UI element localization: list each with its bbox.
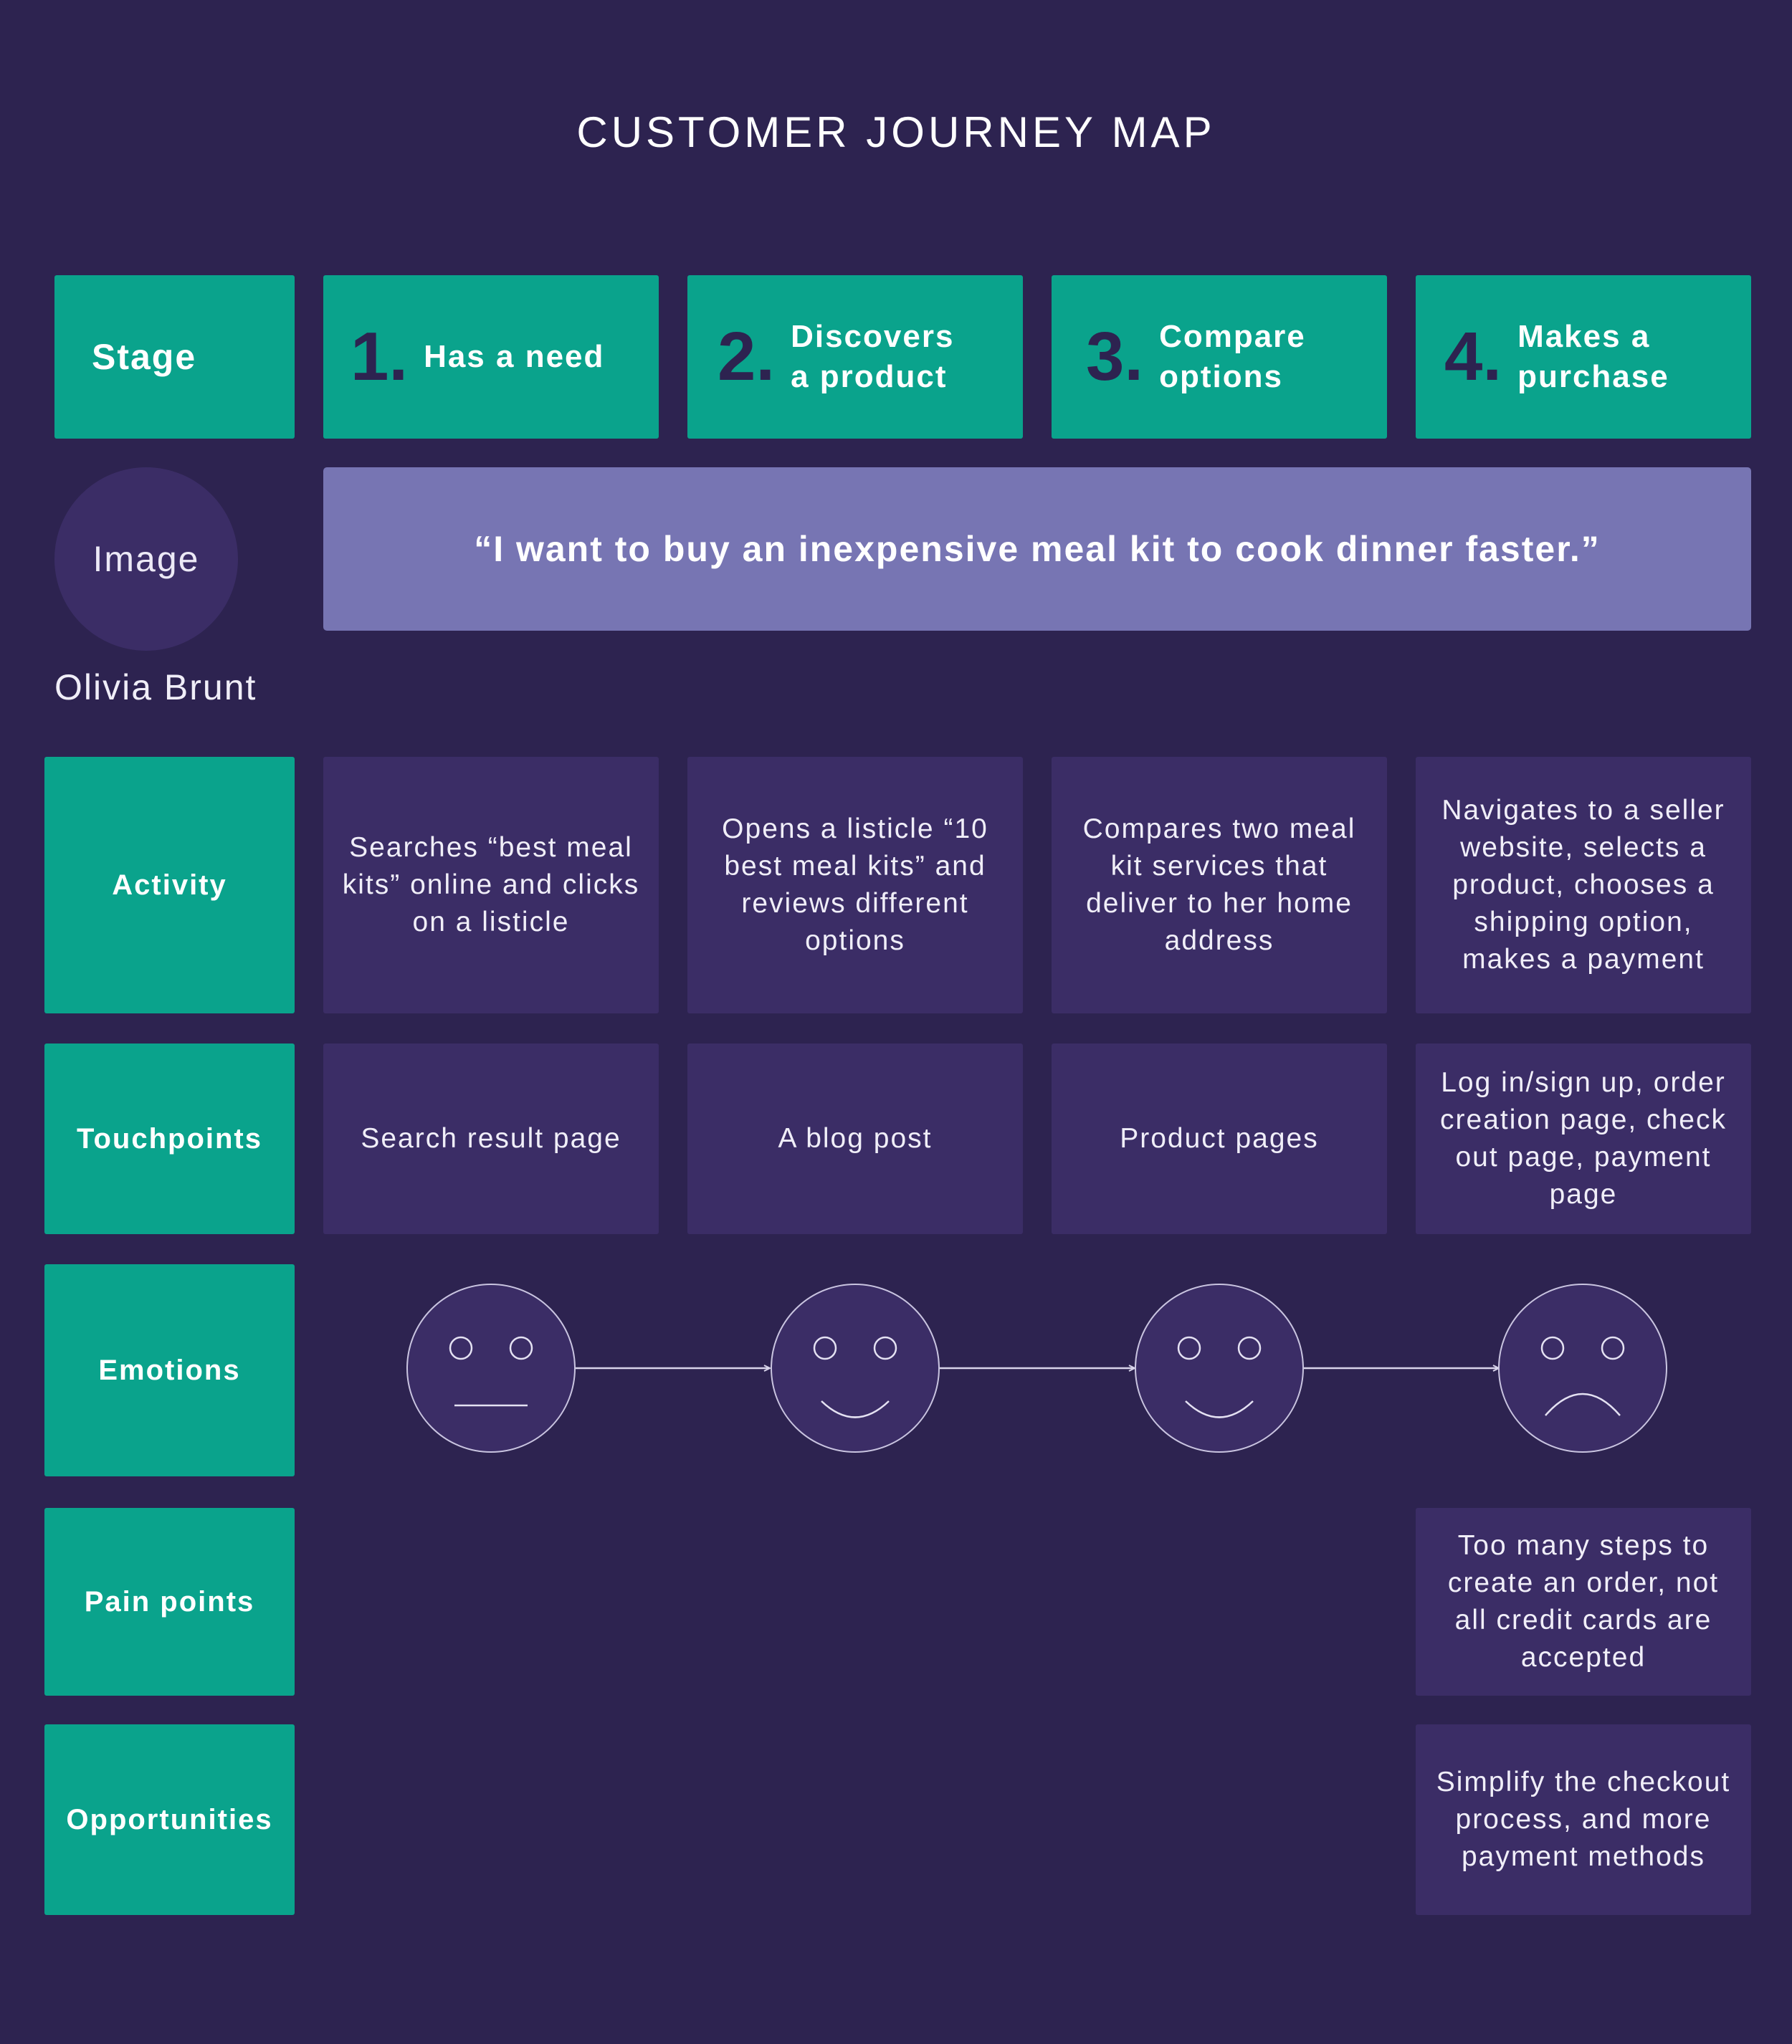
stage-card-3: 3. Compare options	[1052, 275, 1387, 439]
stage-name: Makes a purchase	[1517, 319, 1669, 394]
touchpoints-row-label: Touchpoints	[44, 1044, 295, 1234]
persona-quote: “I want to buy an inexpensive meal kit t…	[323, 467, 1751, 631]
stage-card-1: 1. Has a need	[323, 275, 659, 439]
persona-name: Olivia Brunt	[54, 667, 257, 707]
activity-cell-4: Navigates to a seller website, selects a…	[1416, 757, 1751, 1013]
touchpoint-cell-3: Product pages	[1052, 1044, 1387, 1234]
stage-name: Discovers a product	[791, 319, 955, 394]
stage-number: 2.	[718, 318, 776, 395]
opportunities-row-label: Opportunities	[44, 1724, 295, 1915]
stage-number: 4.	[1444, 318, 1502, 395]
pain-point-cell-4: Too many steps to create an order, not a…	[1416, 1508, 1751, 1696]
stage-name: Has a need	[424, 339, 605, 374]
stage-card-4: 4. Makes a purchase	[1416, 275, 1751, 439]
stage-number: 1.	[351, 318, 409, 395]
neutral-face-icon	[406, 1284, 576, 1453]
touchpoint-cell-1: Search result page	[323, 1044, 659, 1234]
stage-number: 3.	[1086, 318, 1144, 395]
activity-cell-1: Searches “best meal kits” online and cli…	[323, 757, 659, 1013]
stage-name: Compare options	[1159, 319, 1306, 394]
opportunity-cell-4: Simplify the checkout process, and more …	[1416, 1724, 1751, 1915]
pain-points-row-label: Pain points	[44, 1508, 295, 1696]
touchpoint-cell-2: A blog post	[687, 1044, 1023, 1234]
touchpoint-cell-4: Log in/sign up, order creation page, che…	[1416, 1044, 1751, 1234]
happy-face-icon	[771, 1284, 940, 1453]
happy-face-icon	[1135, 1284, 1304, 1453]
activity-row-label: Activity	[44, 757, 295, 1013]
activity-cell-2: Opens a listicle “10 best meal kits” and…	[687, 757, 1023, 1013]
avatar: Image	[54, 467, 238, 651]
stage-row-label: Stage	[54, 275, 295, 439]
sad-face-icon	[1498, 1284, 1667, 1453]
activity-cell-3: Compares two meal kit services that deli…	[1052, 757, 1387, 1013]
page-title: CUSTOMER JOURNEY MAP	[576, 108, 1216, 156]
stage-card-2: 2. Discovers a product	[687, 275, 1023, 439]
emotions-row-label: Emotions	[44, 1264, 295, 1476]
